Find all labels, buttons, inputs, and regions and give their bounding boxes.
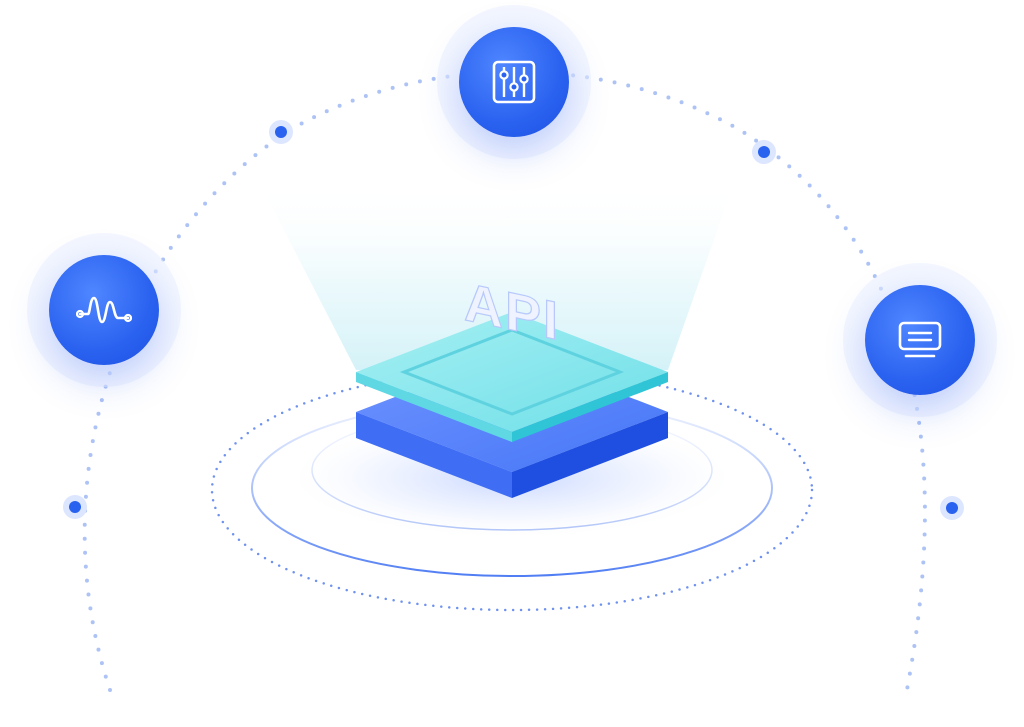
top-platform	[356, 312, 668, 442]
monitor-node[interactable]	[865, 285, 975, 395]
outer-dotted-ring	[210, 368, 814, 612]
orbit-marker	[269, 120, 293, 144]
orbit-marker	[63, 495, 87, 519]
orbit-marker	[752, 140, 776, 164]
sliders-node[interactable]	[459, 27, 569, 137]
monitor-icon	[898, 321, 942, 358]
light-beam	[258, 180, 735, 370]
waveform-node[interactable]	[49, 255, 159, 365]
orbit-marker	[940, 496, 964, 520]
sliders-icon	[492, 60, 536, 104]
waveform-icon	[76, 296, 132, 324]
